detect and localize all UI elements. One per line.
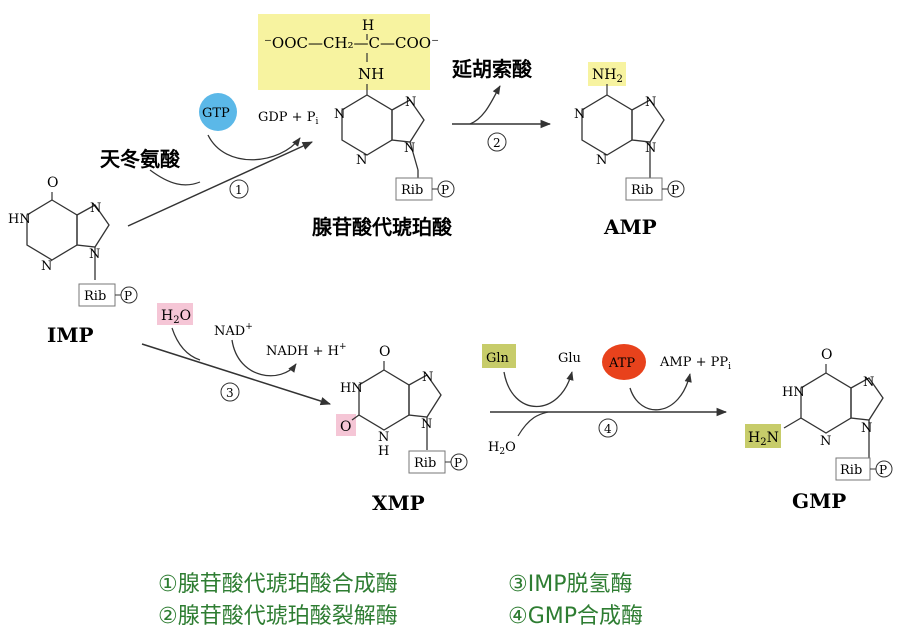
step4-number: 4 [604,422,612,436]
gmp-phosphate [875,460,893,478]
step1-circle [229,179,249,199]
amp-label: AMP [603,215,657,239]
gln-label: Gln [486,351,510,366]
h2n-highlight-gmp [745,424,781,448]
legend-enzyme3: ③IMP脱氢酶 [508,572,633,597]
xmp-o-top: O [379,344,390,360]
amp-ppi-label: AMP + PPi [659,355,731,372]
gmp-p: P [879,463,887,477]
imp-n9: N [89,247,100,262]
gmp-hn: HN [782,385,805,400]
imp-p: P [124,289,132,303]
xmp-label: XMP [372,491,425,515]
step1-asp-curve [149,169,201,186]
legend-enzyme4: ④GMP合成酶 [508,604,644,629]
legend-enzyme1: ①腺苷酸代琥珀酸合成酶 [158,572,398,597]
o-highlight-xmp [336,414,356,436]
adenylosuccinate-structure [341,94,425,178]
glu-label: Glu [558,351,581,366]
imp-n7: N [90,201,101,216]
imp-rib: Rib [84,289,106,304]
h2o-step4-label: H2O [488,440,516,457]
amp-n3: N [596,153,607,168]
xmp-p: P [454,456,462,470]
amp-structure [581,94,665,178]
amp-phosphate [667,180,685,198]
succinyl-nh: NH [358,65,384,83]
succinyl-h: H [362,18,374,34]
adenylo-p: P [441,183,449,197]
gmp-o: O [821,347,832,363]
atp-badge [602,344,646,380]
adenylo-n1: N [334,107,345,122]
step3-h2o-curve [171,327,201,361]
legend-enzyme2: ②腺苷酸代琥珀酸裂解酶 [158,604,398,629]
amp-p: P [671,183,679,197]
adenylo-phosphate [437,180,455,198]
amp-nh2: NH2 [592,67,623,85]
gmp-n9: N [861,421,872,436]
step2-fumarate-curve [469,85,501,125]
adenylosuccinate-label: 腺苷酸代琥珀酸 [312,215,453,239]
step3-arrow [141,343,332,406]
adenylo-rib: Rib [401,183,423,198]
adenylo-n7: N [405,95,416,110]
step4-circle [598,418,618,438]
xmp-h: H [378,444,389,459]
gmp-label: GMP [792,489,846,513]
step3-nad-curve [231,339,297,377]
amp-n1: N [574,107,585,122]
amp-n7: N [645,95,656,110]
xmp-rib: Rib [414,456,436,471]
xmp-o-pink: O [340,419,351,435]
step1-number: 1 [235,183,243,197]
nad-label: NAD+ [214,322,253,339]
aspartate-label: 天冬氨酸 [100,147,181,171]
amp-n9: N [645,141,656,156]
adenylo-n9: N [404,141,415,156]
imp-phosphate [120,286,138,304]
step2-circle [487,132,507,152]
step4-gln-curve [503,371,574,408]
xmp-n9: N [421,417,432,432]
adenylo-n3: N [356,153,367,168]
step1-arrow [127,141,313,227]
gmp-n3: N [820,434,831,449]
atp-label: ATP [608,356,635,371]
xmp-nh: N [378,430,389,445]
nadh-label: NADH + H+ [266,342,347,359]
succinyl-highlight [258,14,430,90]
imp-hn: HN [8,212,31,227]
step3-circle [220,382,240,402]
step4-atp-curve [629,373,692,411]
step2-number: 2 [493,136,501,150]
gmp-rib: Rib [840,463,862,478]
h2o-step3-label: H2O [161,308,191,326]
step1-cofactor-curve [207,134,301,161]
step3-number: 3 [226,386,234,400]
fumarate-label: 延胡索酸 [451,57,533,81]
gdp-pi-label: GDP + Pi [258,110,318,127]
imp-structure [26,199,110,280]
imp-label: IMP [47,323,94,347]
succinyl-chain: ⁻OOC—CH₂—C—COO⁻ [264,34,439,52]
step4-h2o-curve [517,411,549,437]
gtp-label: GTP [202,106,230,121]
gln-highlight [482,344,516,368]
nh2-highlight-amp [588,62,626,86]
imp-o: O [47,175,58,191]
gmp-n7: N [863,375,874,390]
gtp-badge [199,93,237,131]
amp-rib: Rib [631,183,653,198]
xmp-hn: HN [340,381,363,396]
imp-n3: N [41,259,52,274]
gmp-structure [783,372,884,458]
xmp-structure [351,369,442,450]
xmp-n7: N [422,370,433,385]
gmp-h2n: H2N [748,430,779,448]
h2o-highlight [157,303,193,325]
xmp-phosphate [450,453,468,471]
